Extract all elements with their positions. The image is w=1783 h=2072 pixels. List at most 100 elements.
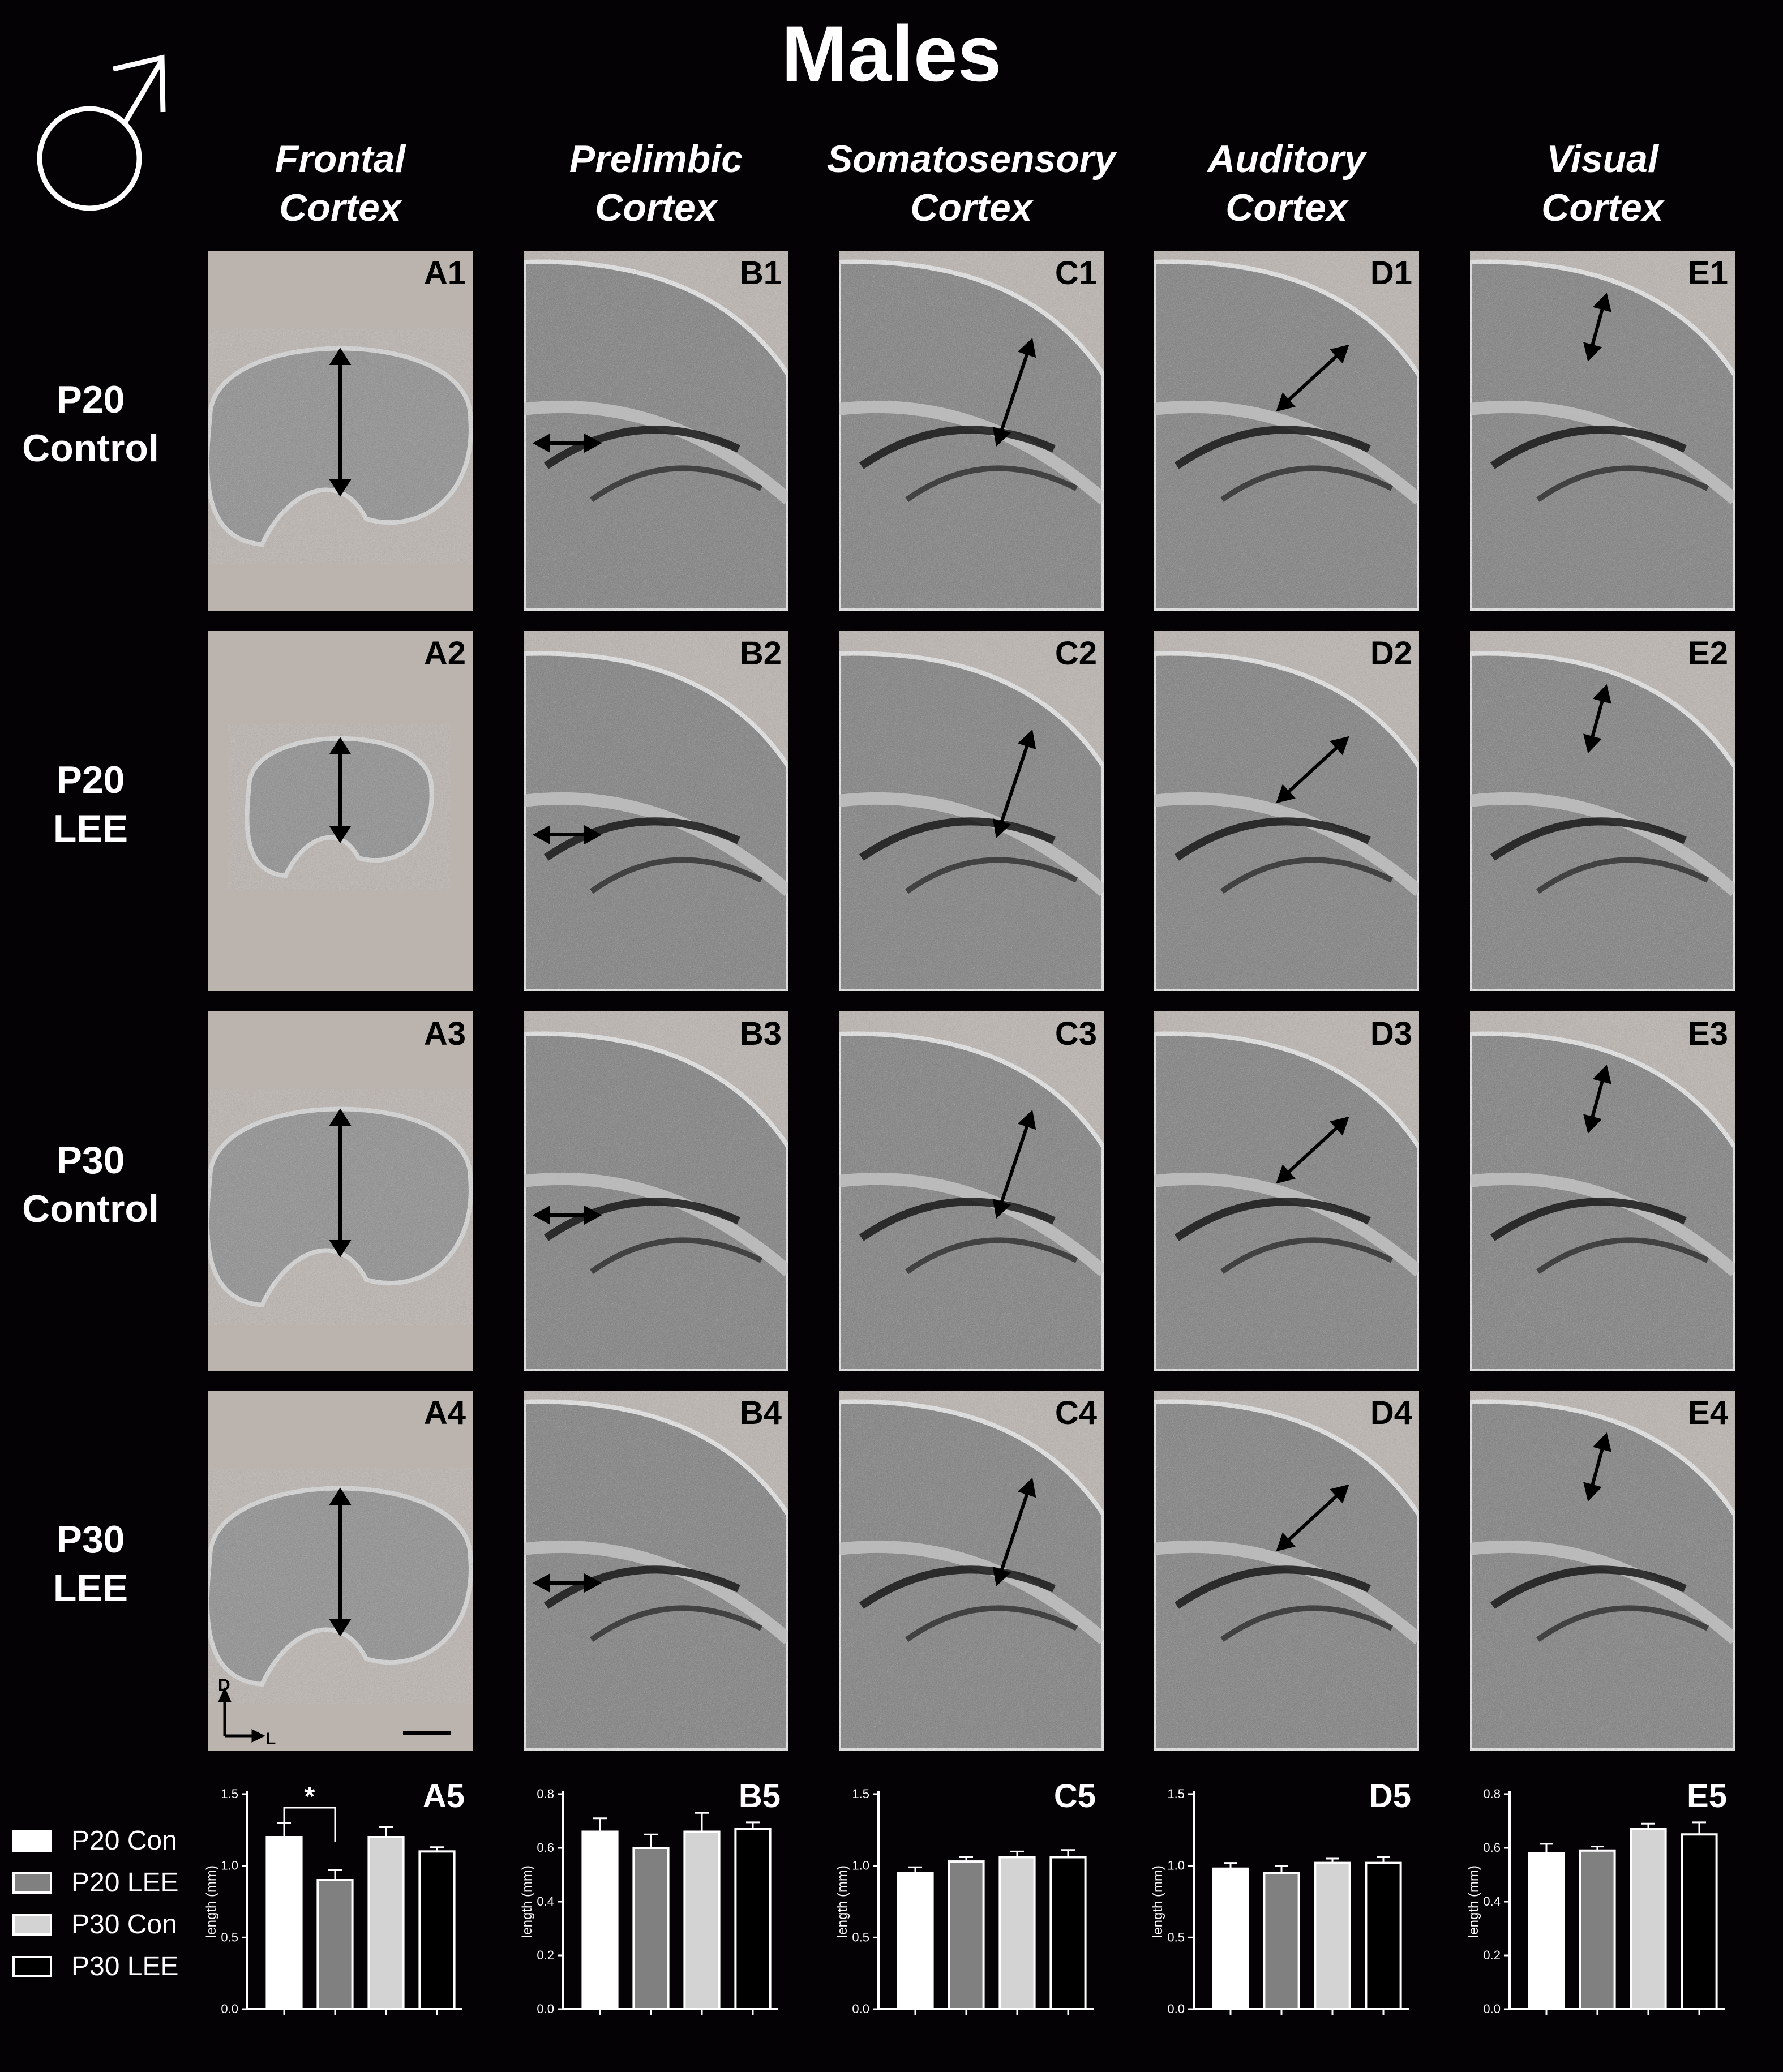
thickness-arrow <box>1583 1432 1611 1502</box>
panel-label: C3 <box>1055 1015 1097 1052</box>
column-header-line: Cortex <box>910 186 1032 229</box>
bar <box>948 1860 985 2010</box>
svg-text:D: D <box>218 1676 230 1695</box>
column-header-line: Prelimbic <box>569 138 743 181</box>
tissue-image <box>839 1399 1104 1751</box>
thickness-arrow <box>992 1478 1036 1586</box>
column-header-line: Cortex <box>1225 186 1348 229</box>
brain-section-panel: D3 <box>1154 1011 1419 1371</box>
brain-section-panel: A1 <box>208 251 473 611</box>
tissue-image <box>1470 651 1735 991</box>
svg-text:L: L <box>265 1730 276 1748</box>
y-tick-label: 0.5 <box>852 1930 869 1944</box>
brain-section-panel: E1 <box>1470 251 1735 611</box>
thickness-arrow <box>992 1110 1036 1219</box>
panel-label: B2 <box>739 635 782 672</box>
brain-section-panel: C1 <box>839 251 1104 611</box>
legend-label: P30 Con <box>71 1910 177 1940</box>
brain-section-panel: A3 <box>208 1011 473 1371</box>
panel-label: C1 <box>1055 255 1097 291</box>
panel-label: E3 <box>1688 1015 1728 1052</box>
thickness-arrow <box>1276 736 1349 804</box>
bar <box>1528 1852 1565 2010</box>
y-tick-label: 1.5 <box>852 1787 869 1801</box>
bar <box>1630 1828 1667 2010</box>
tissue-image <box>839 1031 1104 1371</box>
legend-swatch <box>12 1872 52 1894</box>
tissue-image <box>524 651 788 991</box>
panel-label: C4 <box>1055 1395 1097 1431</box>
bar <box>367 1836 405 2010</box>
bar <box>316 1879 354 2010</box>
y-tick-label: 0.0 <box>852 2002 869 2016</box>
panel-label: E2 <box>1688 635 1728 672</box>
thickness-arrow <box>1583 292 1611 362</box>
brain-section-panel: D4 <box>1154 1391 1419 1751</box>
legend-swatch <box>12 1830 52 1852</box>
tissue-image <box>1470 259 1735 611</box>
thickness-arrow <box>1276 1116 1349 1184</box>
column-header-line: Cortex <box>279 186 401 229</box>
y-axis-label: length (mm) <box>204 1865 219 1938</box>
tissue-image <box>245 736 434 878</box>
tissue-image <box>839 259 1104 611</box>
legend-label: P20 LEE <box>71 1868 179 1898</box>
row-header-line: P20 <box>56 758 125 801</box>
y-tick-label: 1.0 <box>852 1859 869 1873</box>
panel-label: E1 <box>1688 255 1728 291</box>
row-header-line: Control <box>22 1187 159 1230</box>
brain-section-panel: D1 <box>1154 251 1419 611</box>
brain-section-panel: C4 <box>839 1391 1104 1751</box>
thickness-arrow <box>992 338 1036 447</box>
column-header-line: Visual <box>1546 138 1658 181</box>
tissue-image <box>1154 1031 1419 1371</box>
y-tick-label: 0.6 <box>537 1841 554 1855</box>
column-header-line: Cortex <box>1541 186 1664 229</box>
bar <box>1263 1872 1300 2010</box>
column-header-line: Auditory <box>1207 138 1366 181</box>
y-tick-label: 0.5 <box>221 1930 238 1944</box>
y-tick-label: 0.0 <box>537 2002 554 2016</box>
brain-section-panel: B1 <box>524 251 788 611</box>
panel-label: A2 <box>423 635 466 672</box>
thickness-arrow <box>532 1573 602 1593</box>
tissue-image <box>1470 1399 1735 1751</box>
bar <box>581 1830 619 2010</box>
brain-section-panel: D2 <box>1154 631 1419 991</box>
tissue-image: DL <box>208 1486 473 1748</box>
panel-label: A3 <box>423 1015 466 1052</box>
panel-label: D1 <box>1370 255 1412 291</box>
y-tick-label: 0.2 <box>1483 1948 1501 1962</box>
panel-label: D3 <box>1370 1015 1412 1052</box>
y-tick-label: 0.8 <box>537 1787 554 1801</box>
brain-section-panel: B2 <box>524 631 788 991</box>
y-axis-label: length (mm) <box>1466 1865 1481 1938</box>
y-tick-label: 1.0 <box>221 1859 238 1873</box>
bar <box>897 1872 934 2010</box>
bar <box>683 1830 721 2010</box>
thickness-arrow <box>1276 344 1349 412</box>
bar <box>734 1828 772 2010</box>
bar <box>1681 1833 1718 2010</box>
panel-label: A5 <box>422 1778 465 1814</box>
significance-bracket <box>283 1807 336 1842</box>
tissue-image <box>1154 1399 1419 1751</box>
brain-section-panel: E4 <box>1470 1391 1735 1751</box>
tissue-image <box>208 346 473 547</box>
brain-section-panel: C3 <box>839 1011 1104 1371</box>
row-header-line: LEE <box>53 1567 128 1610</box>
panel-label: B5 <box>738 1778 781 1814</box>
brain-section-panel: C2 <box>839 631 1104 991</box>
